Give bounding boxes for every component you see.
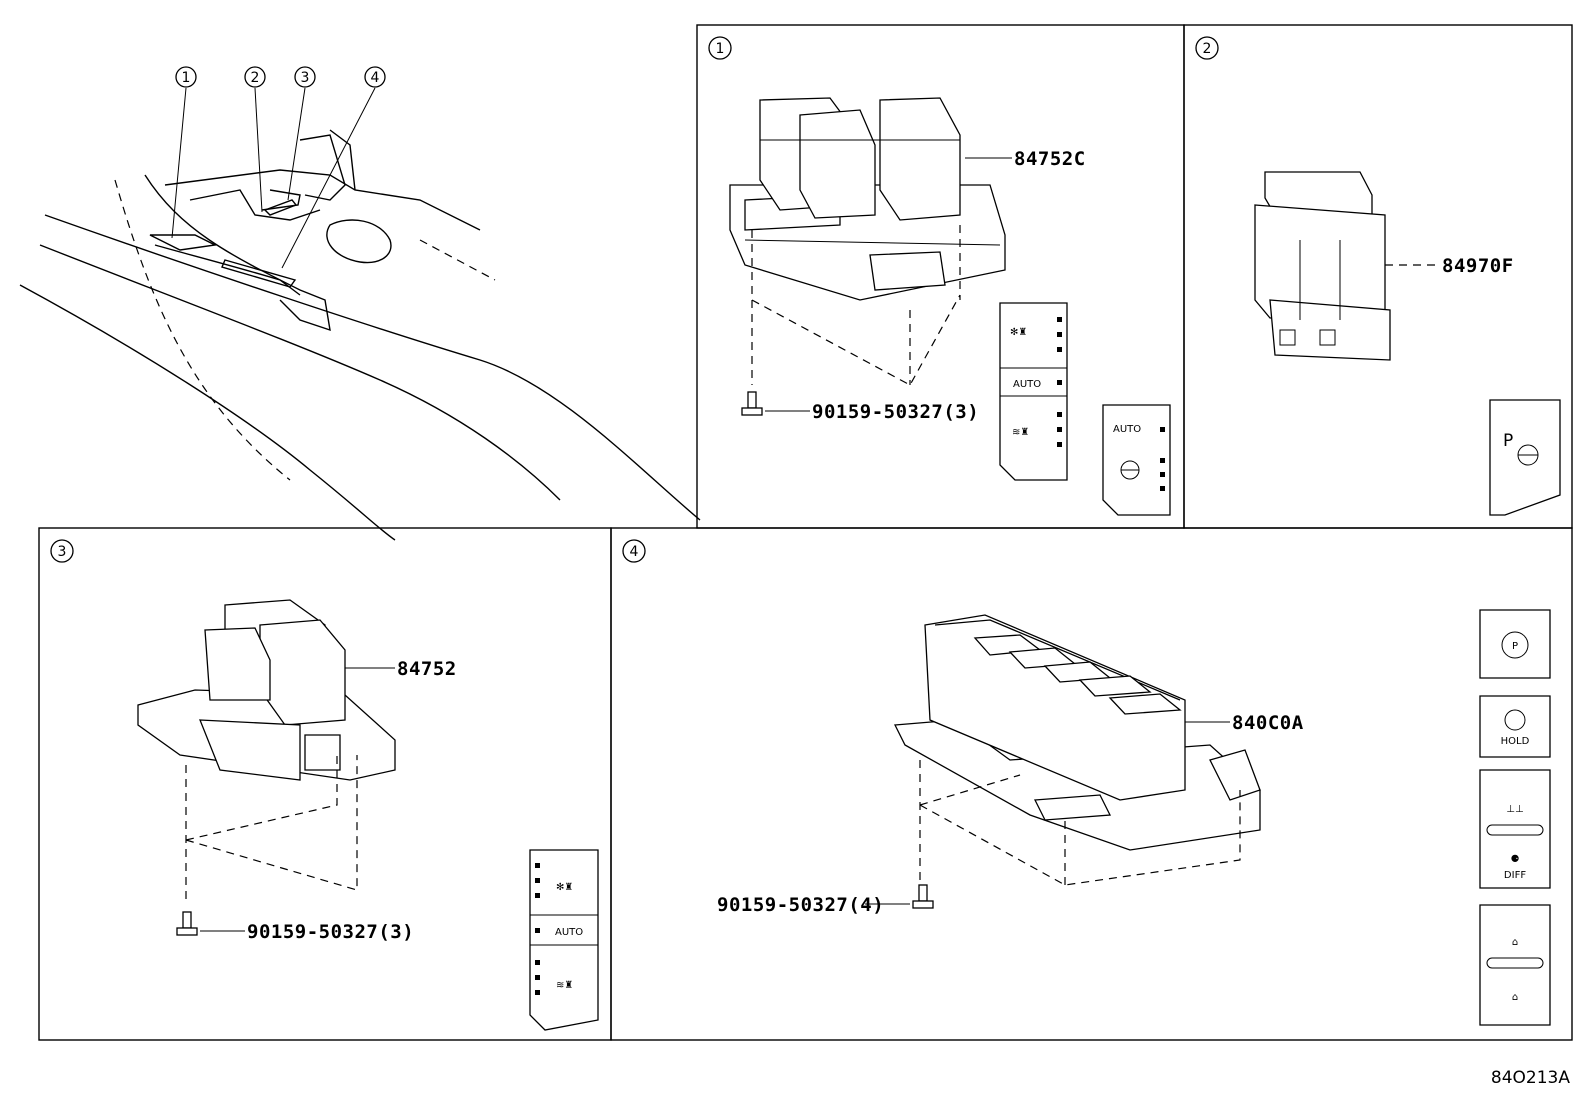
vehicle-raise-icon: ⌂ — [1512, 937, 1518, 948]
screw-panel-1 — [741, 391, 810, 416]
panel-4-badge — [622, 539, 646, 563]
screw-part-number-panel-3: 90159-50327(3) — [247, 921, 414, 943]
seat-switch-assembly-84752c — [729, 97, 1006, 301]
overview-callout-4-label: 4 — [371, 70, 380, 86]
parking-p-letter: P — [1503, 431, 1513, 451]
screw-part-number-panel-1: 90159-50327(3) — [812, 401, 979, 423]
console-overview: 1 2 3 4 — [19, 66, 701, 541]
panel-4-badge-label: 4 — [630, 544, 639, 560]
steering-switch-84970f — [1254, 171, 1391, 361]
panel-4: 4 840C0A 90159-50327(4) — [610, 527, 1573, 1041]
seat-ventilation-icon-panel-3: ✻♜ — [556, 882, 573, 893]
parking-letter: P — [1512, 641, 1518, 652]
panel-3-badge — [50, 539, 74, 563]
overview-callout-2 — [244, 66, 266, 88]
overview-callout-2-label: 2 — [251, 70, 260, 86]
steering-heater-switch-face: AUTO — [1102, 404, 1171, 516]
overview-callout-1 — [175, 66, 197, 88]
diff-label: DIFF — [1504, 870, 1526, 881]
panel-1: 1 84752C 90159-50327(3) ✻♜ — [696, 24, 1185, 529]
auto-label-aux-switch: AUTO — [1113, 424, 1141, 435]
parking-brake-icon — [1501, 631, 1529, 659]
part-number-84970f: 84970F — [1442, 255, 1514, 277]
hold-label: HOLD — [1501, 736, 1530, 747]
auto-label-panel-1: AUTO — [1013, 379, 1041, 390]
panel-1-badge-label: 1 — [716, 41, 725, 57]
panel-2-badge — [1195, 36, 1219, 60]
overview-callout-1-label: 1 — [182, 70, 191, 86]
four-wheel-drive-icon: ⊥⊥ — [1506, 804, 1523, 815]
diagram-reference-code: 84O213A — [1491, 1068, 1570, 1088]
overview-callout-3-label: 3 — [301, 70, 310, 86]
brake-hold-icon — [1504, 709, 1526, 731]
panel-2: 2 84970F P — [1183, 24, 1573, 529]
ride-height-icon-tile: ⌂ ⌂ — [1479, 904, 1551, 1026]
drive-mode-icon-tile: ⊥⊥ ⚈ DIFF — [1479, 769, 1551, 889]
part-number-84752c: 84752C — [1014, 148, 1086, 170]
panel-4-frame — [610, 527, 1573, 1041]
console-switch-assembly-840c0a — [893, 614, 1261, 851]
part-number-84752: 84752 — [397, 658, 457, 680]
seat-heater-switch-face: ✻♜ AUTO ≋♜ — [999, 302, 1068, 481]
part-number-840c0a: 840C0A — [1232, 712, 1304, 734]
overview-callout-4 — [364, 66, 386, 88]
ride-height-rocker-bar — [1486, 957, 1544, 969]
screw-panel-4 — [865, 884, 934, 909]
steering-switch-face: P — [1489, 399, 1561, 516]
auto-label-panel-3: AUTO — [555, 927, 583, 938]
seat-ventilation-icon: ✻♜ — [1010, 327, 1027, 338]
traction-icon: ⚈ — [1511, 854, 1520, 865]
brake-hold-icon-tile: HOLD — [1479, 695, 1551, 758]
panel-3-frame — [38, 527, 612, 1041]
parking-brake-icon-tile: P — [1479, 609, 1551, 679]
vehicle-lower-icon: ⌂ — [1512, 992, 1518, 1003]
panel-3-badge-label: 3 — [58, 544, 67, 560]
overview-callout-3 — [294, 66, 316, 88]
seat-heater-switch-face-panel-3: ✻♜ AUTO ≋♜ — [529, 849, 599, 1031]
drive-mode-rocker-bar — [1486, 824, 1544, 836]
seat-heater-icon-panel-3: ≋♜ — [556, 980, 573, 991]
seat-heater-icon: ≋♜ — [1012, 427, 1029, 438]
screw-panel-3 — [176, 911, 245, 936]
panel-1-badge — [708, 36, 732, 60]
screw-part-number-panel-4: 90159-50327(4) — [717, 894, 884, 916]
seat-switch-assembly-84752 — [137, 599, 396, 781]
panel-3: 3 84752 90159-50327(3) ✻♜ — [38, 527, 612, 1041]
panel-2-badge-label: 2 — [1203, 41, 1212, 57]
